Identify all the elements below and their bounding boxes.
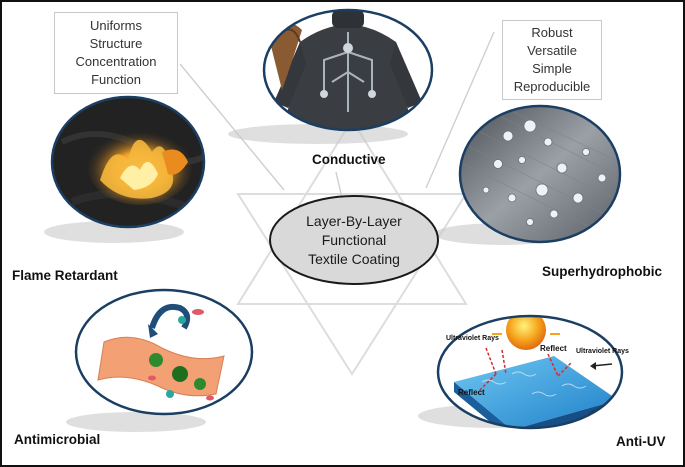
label-anti-uv: Anti-UV [616, 434, 666, 449]
center-line-1: Layer-By-Layer [306, 212, 402, 229]
sun-icon [492, 316, 560, 350]
center-ellipse [269, 195, 439, 285]
antimicrobial-image [74, 288, 254, 416]
callout-left-line-2: Structure [89, 36, 143, 51]
reflect-label-2: Reflect [458, 388, 485, 397]
reflect-label-1: Reflect [540, 344, 567, 353]
center-title: Layer-By-Layer Functional Textile Coatin… [270, 200, 438, 280]
callout-left-line-4: Function [91, 72, 141, 87]
callout-right-line-4: Reproducible [513, 79, 591, 94]
label-superhydrophobic: Superhydrophobic [542, 264, 663, 279]
callout-right: Robust Versatile Simple Reproducible [502, 20, 602, 100]
callout-right-line-3: Simple [532, 61, 572, 76]
label-conductive: Conductive [312, 152, 386, 167]
uv-label-left: Ultraviolet Rays [446, 335, 499, 342]
callout-right-line-1: Robust [531, 25, 573, 40]
callout-left: Uniforms Structure Concentration Functio… [54, 12, 178, 94]
center-line-3: Textile Coating [308, 250, 400, 267]
callout-right-line-2: Versatile [527, 43, 577, 58]
superhydrophobic-image [458, 104, 622, 244]
microbe-shapes [148, 309, 214, 401]
uv-label-right: Ultraviolet Rays [576, 348, 629, 355]
label-flame-retardant: Flame Retardant [12, 268, 118, 283]
conductive-image [262, 8, 434, 132]
center-line-2: Functional [321, 231, 387, 248]
flame-image [50, 95, 206, 229]
callout-left-line-3: Concentration [75, 54, 157, 69]
label-antimicrobial: Antimicrobial [14, 432, 101, 447]
callout-left-line-1: Uniforms [89, 18, 142, 33]
connector-lines [179, 31, 495, 199]
